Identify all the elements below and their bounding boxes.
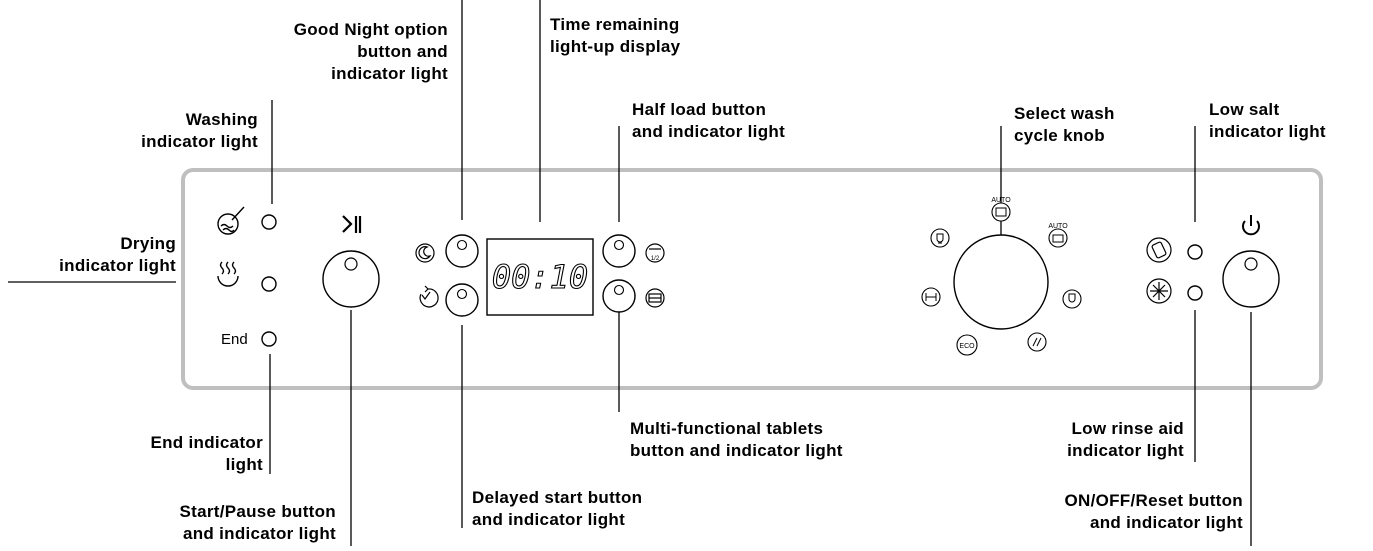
label-low-rinse-line-2: indicator light [1067, 441, 1184, 460]
program-soak-icon [930, 228, 950, 248]
label-delayed-start-line-2: and indicator light [472, 510, 626, 529]
good-night-icon [415, 243, 435, 263]
label-half-load: Half load button and indicator light [632, 99, 785, 143]
low-salt-icon [1146, 237, 1172, 263]
label-start-pause: Start/Pause button and indicator light [179, 501, 336, 545]
label-good-night-line-1: Good Night option [293, 20, 448, 39]
label-half-load-line-1: Half load button [632, 100, 767, 119]
label-half-load-line-2: and indicator light [632, 122, 786, 141]
label-on-off: ON/OFF/Reset button and indicator light [1064, 490, 1243, 534]
program-auto-normal-icon [1048, 228, 1068, 248]
multi-tablets-button[interactable] [602, 279, 636, 313]
label-multi-tablets-line-1: Multi-functional tablets [630, 419, 824, 438]
good-night-light [456, 239, 468, 251]
label-end: End indicator light [150, 432, 263, 476]
label-good-night: Good Night option button and indicator l… [294, 19, 448, 85]
label-good-night-line-3: indicator light [331, 64, 448, 83]
label-time-remaining-line-2: light-up display [550, 37, 681, 56]
start-pause-icon [342, 215, 362, 233]
label-good-night-line-2: button and [357, 42, 448, 61]
drying-light [261, 276, 277, 292]
wash-cycle-knob[interactable] [953, 234, 1049, 330]
label-drying-line-2: indicator light [59, 256, 176, 275]
half-load-button[interactable] [602, 234, 636, 268]
program-glass-icon [1062, 289, 1082, 309]
label-low-salt-line-2: indicator light [1209, 122, 1326, 141]
end-text: End [221, 331, 248, 348]
label-start-pause-line-1: Start/Pause button [179, 502, 336, 521]
label-end-line-2: light [225, 455, 263, 474]
delayed-start-button[interactable] [445, 283, 479, 317]
label-low-rinse-line-1: Low rinse aid [1071, 419, 1184, 438]
label-on-off-line-2: and indicator light [1089, 513, 1243, 532]
delayed-start-icon [419, 285, 439, 308]
label-washing-line-1: Washing [185, 110, 258, 129]
label-select-knob: Select wash cycle knob [1014, 103, 1115, 147]
time-display [486, 238, 594, 316]
label-select-knob-line-1: Select wash [1014, 104, 1115, 123]
low-rinse-aid-icon [1146, 278, 1172, 304]
label-delayed-start: Delayed start button and indicator light [472, 487, 642, 531]
label-select-knob-line-2: cycle knob [1014, 126, 1105, 145]
program-auto-label-1: AUTO [991, 197, 1011, 204]
end-light [261, 331, 277, 347]
multi-tablets-light [613, 284, 625, 296]
label-washing: Washing indicator light [141, 109, 258, 153]
washing-icon [217, 206, 245, 235]
start-pause-light [344, 257, 358, 271]
label-multi-tablets: Multi-functional tablets button and indi… [630, 418, 843, 462]
label-delayed-start-line-1: Delayed start button [472, 488, 643, 507]
half-load-symbol: 1/2 [651, 256, 660, 262]
label-low-rinse: Low rinse aid indicator light [1067, 418, 1184, 462]
label-washing-line-2: indicator light [141, 132, 258, 151]
label-on-off-line-1: ON/OFF/Reset button [1064, 491, 1243, 510]
label-multi-tablets-line-2: button and indicator light [630, 441, 843, 460]
label-time-remaining: Time remaining light-up display [550, 14, 680, 58]
program-eco-icon [956, 334, 978, 356]
label-start-pause-line-2: and indicator light [182, 524, 336, 543]
good-night-button[interactable] [445, 234, 479, 268]
half-load-icon [645, 243, 665, 263]
half-load-light [613, 239, 625, 251]
on-off-light [1244, 257, 1258, 271]
label-drying-line-1: Drying [120, 234, 176, 253]
low-rinse-aid-light [1187, 285, 1203, 301]
label-end-line-1: End indicator [150, 433, 263, 452]
power-icon [1242, 215, 1260, 236]
low-salt-light [1187, 244, 1203, 260]
label-drying: Drying indicator light [59, 233, 176, 277]
delayed-start-light [456, 288, 468, 300]
program-rapid-icon [1027, 332, 1047, 352]
label-low-salt-line-1: Low salt [1209, 100, 1280, 119]
program-eco-label: ECO [959, 343, 975, 350]
multi-tablets-icon [645, 288, 665, 308]
label-low-salt: Low salt indicator light [1209, 99, 1326, 143]
program-auto-intensive-icon [991, 202, 1011, 222]
program-auto-label-2: AUTO [1048, 223, 1068, 230]
start-pause-button[interactable] [322, 250, 380, 308]
washing-light [261, 214, 277, 230]
label-time-remaining-line-1: Time remaining [550, 15, 680, 34]
time-display-value: 00:10 [492, 258, 588, 296]
drying-icon [217, 261, 239, 287]
on-off-reset-button[interactable] [1222, 250, 1280, 308]
